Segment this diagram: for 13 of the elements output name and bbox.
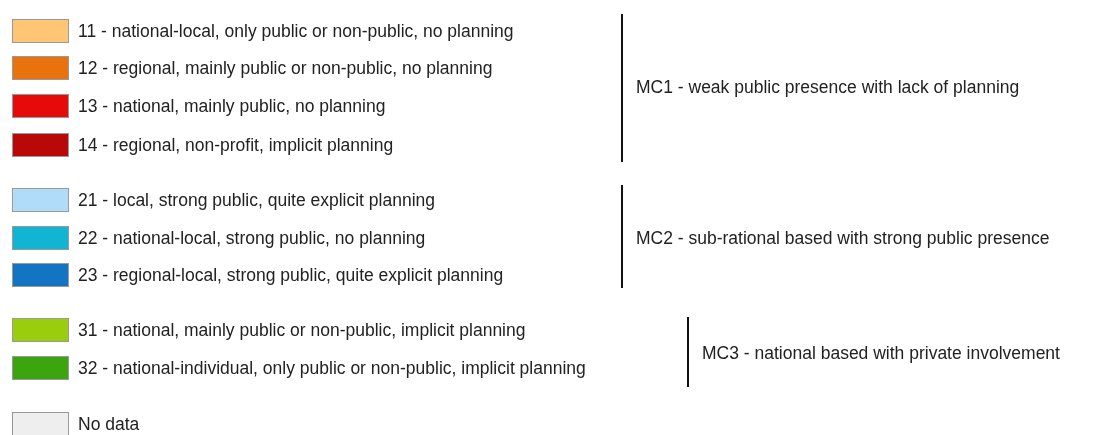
- legend-label: 22 - national-local, strong public, no planning: [78, 228, 426, 248]
- legend-label: No data: [78, 414, 140, 434]
- legend-label: 21 - local, strong public, quite explicit planning: [78, 190, 435, 210]
- legend-label: 13 - national, mainly public, no planning: [78, 96, 386, 116]
- legend-label: 14 - regional, non-profit, implicit planning: [78, 135, 394, 155]
- legend-label: 11 - national-local, only public or non-public, no planning: [78, 21, 514, 41]
- group-label: MC3 - national based with private involvement: [702, 343, 1060, 363]
- group-label: MC1 - weak public presence with lack of planning: [636, 77, 1020, 97]
- legend-label: 31 - national, mainly public or non-public, implicit planning: [78, 320, 526, 340]
- legend-label: 23 - regional-local, strong public, quite explicit planning: [78, 265, 504, 285]
- legend-label: 32 - national-individual, only public or non-public, implicit planning: [78, 358, 586, 378]
- legend-label: 12 - regional, mainly public or non-public, no planning: [78, 58, 493, 78]
- group-label: MC2 - sub-rational based with strong public presence: [636, 228, 1050, 248]
